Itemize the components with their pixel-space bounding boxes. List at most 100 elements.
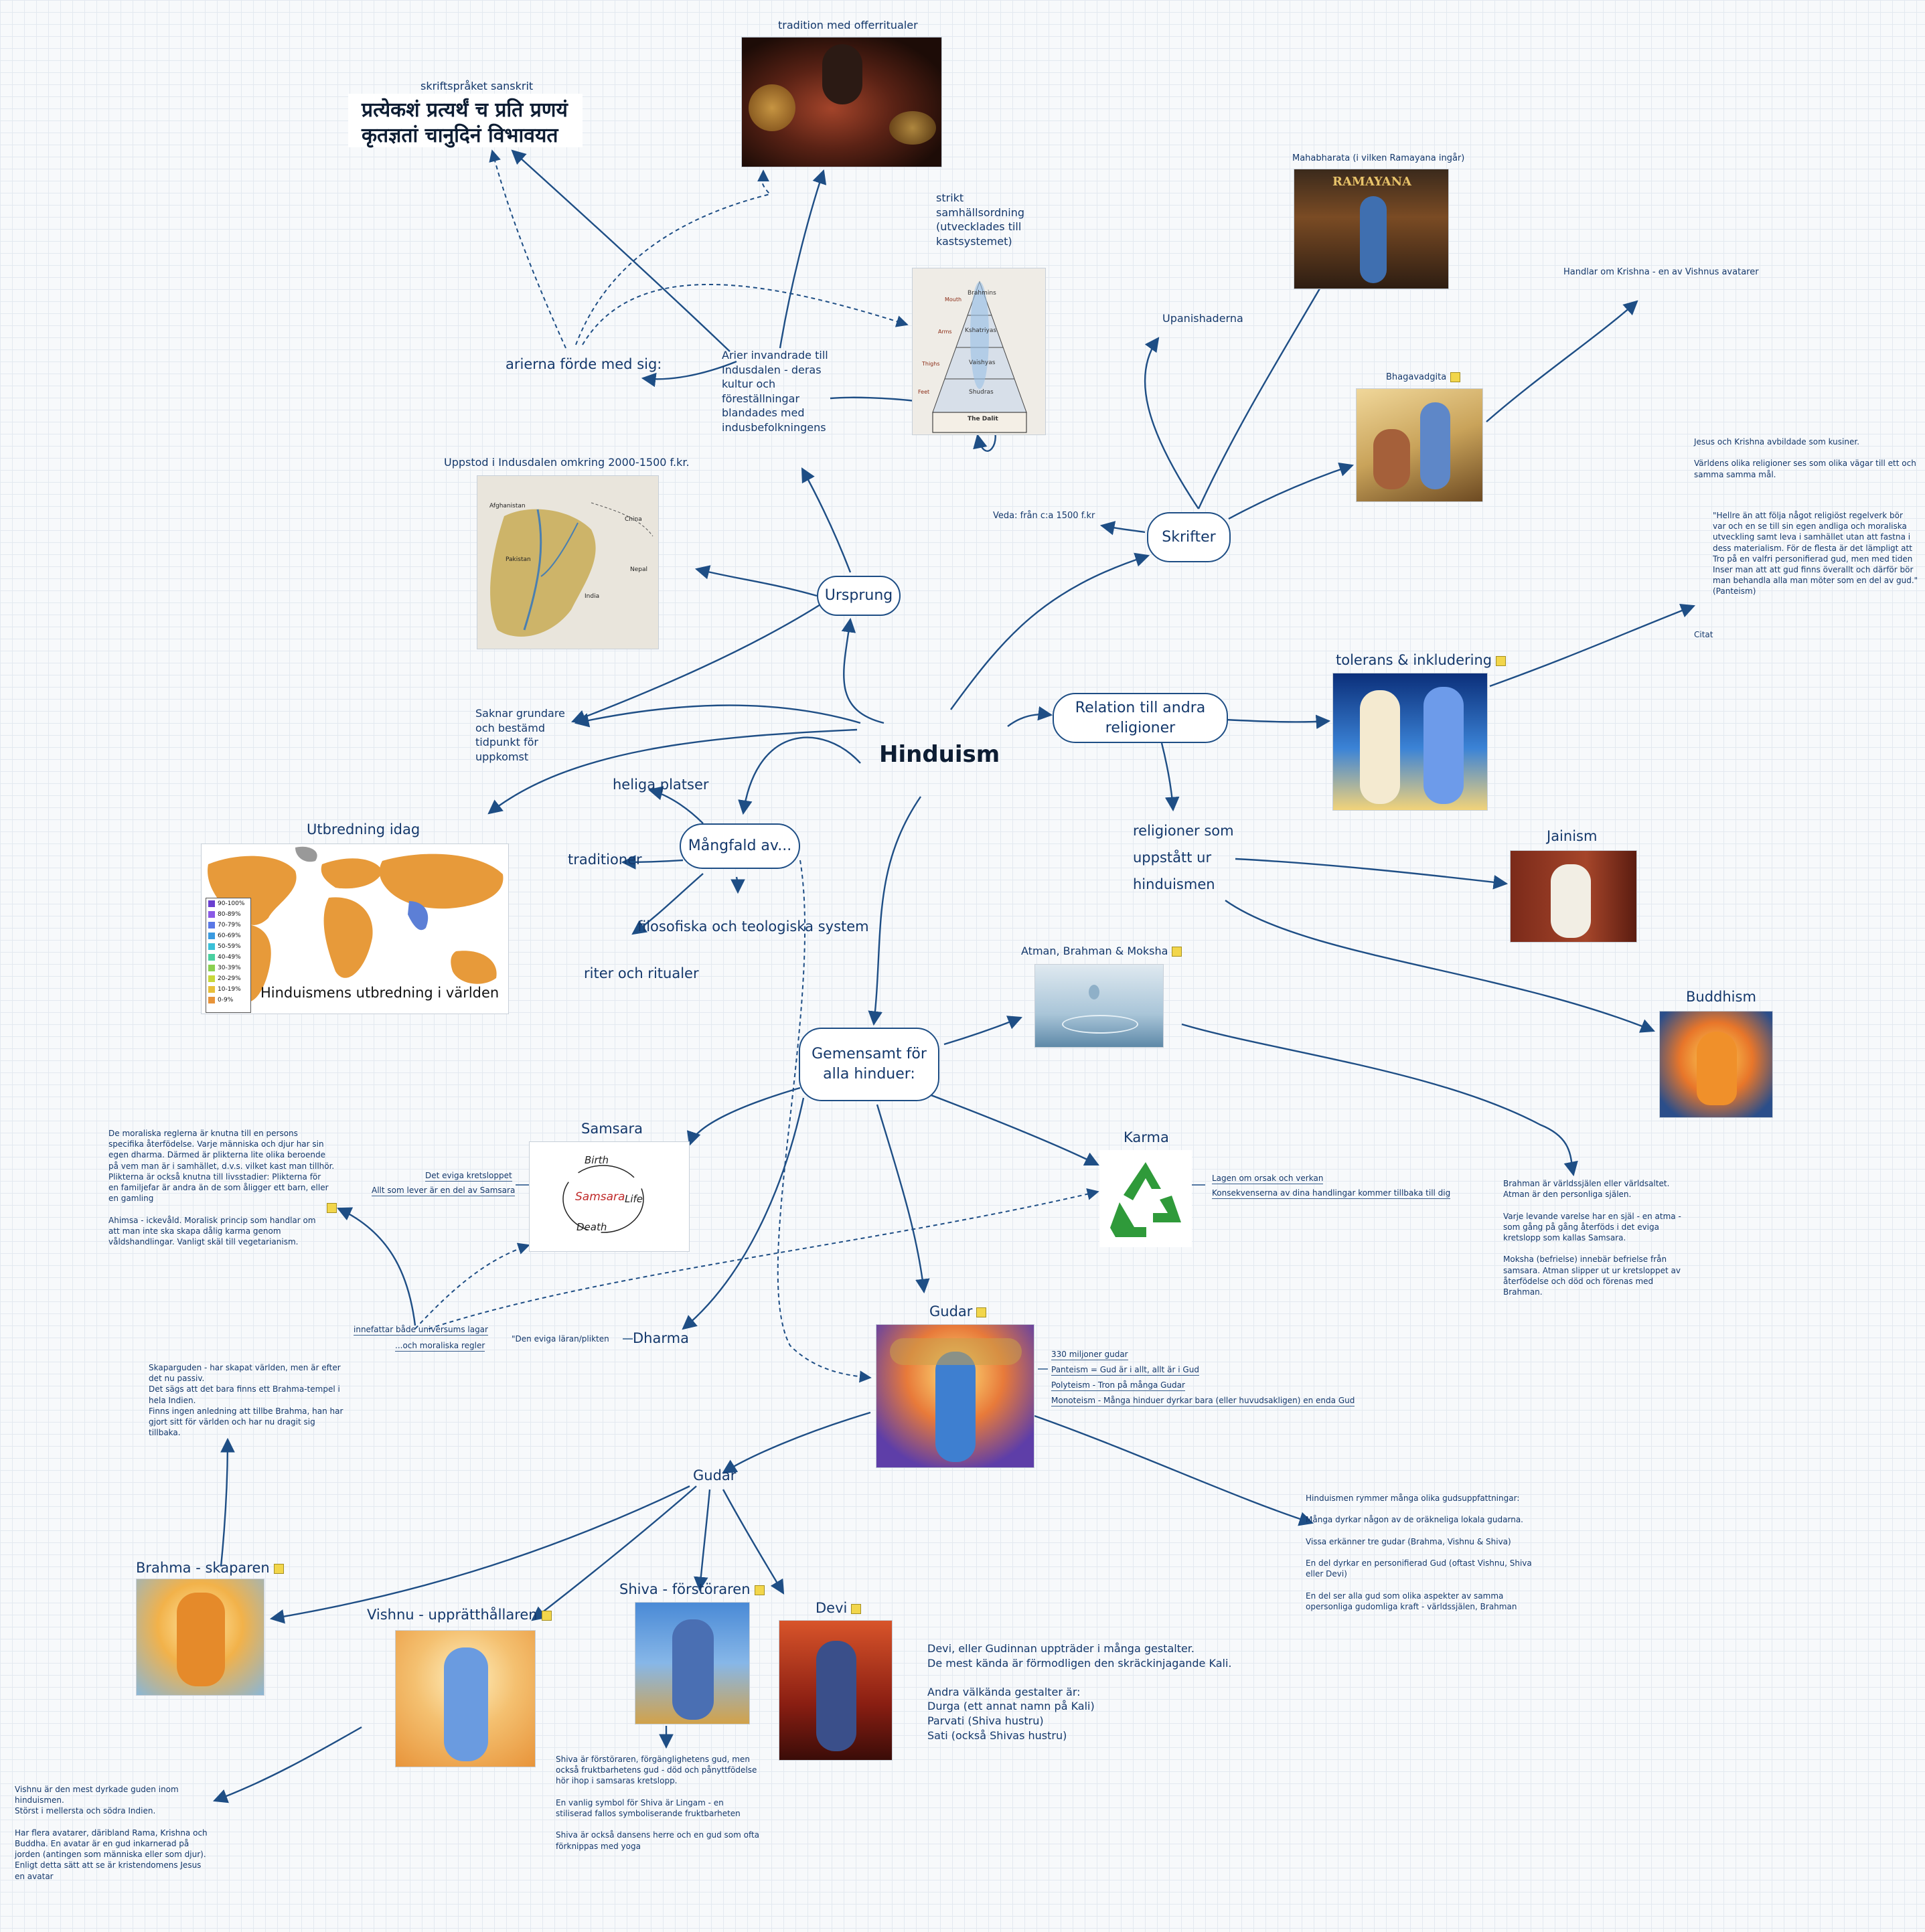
heliga-platser[interactable]: heliga platser bbox=[613, 777, 709, 793]
dharma-sub-2[interactable]: ...och moraliska regler bbox=[395, 1340, 485, 1352]
filosofiska-system[interactable]: filosofiska och teologiska system bbox=[637, 918, 869, 935]
karma-sub-1[interactable]: Lagen om orsak och verkan bbox=[1212, 1173, 1324, 1185]
ripple-icon bbox=[1062, 1015, 1138, 1034]
moral-text[interactable]: De moraliska reglerna är knutna till en … bbox=[108, 1129, 335, 1246]
religioner-label[interactable]: religioner som uppstått ur hinduismen bbox=[1133, 823, 1234, 892]
brahma-note[interactable]: Skaparguden - har skapat världen, men är… bbox=[149, 1363, 343, 1438]
bhagavadgita-label[interactable]: Bhagavadgita bbox=[1386, 372, 1461, 384]
link-skrifter-mahabharata bbox=[1197, 260, 1337, 509]
legend-label: 20-29% bbox=[218, 975, 241, 982]
link-skrifter-upanishaderna bbox=[1144, 337, 1199, 509]
link-bhagavadgita-krishna bbox=[1486, 300, 1638, 422]
map-caption: Hinduismens utbredning i världen bbox=[260, 985, 499, 1001]
link-dharma-moral bbox=[337, 1207, 416, 1326]
brahma-figure-icon bbox=[177, 1593, 225, 1686]
caste-label[interactable]: strikt samhällsordning (utvecklades till… bbox=[936, 191, 1025, 248]
samsara-death: Death bbox=[576, 1221, 607, 1233]
map-label-afghanistan: Afghanistan bbox=[489, 503, 526, 509]
map-label-india: India bbox=[585, 593, 600, 600]
tradition-label[interactable]: tradition med offerritualer bbox=[778, 19, 918, 31]
ramayana-title: RAMAYANA bbox=[1332, 175, 1411, 189]
center-topic[interactable]: Hinduism bbox=[879, 741, 1000, 768]
vishnu-figure-icon bbox=[444, 1647, 488, 1761]
link-gudar2-shiva bbox=[694, 1489, 711, 1592]
node-gemensamt[interactable]: Gemensamt för alla hinduer: bbox=[799, 1028, 939, 1101]
atman-label[interactable]: Atman, Brahman & Moksha bbox=[1021, 944, 1182, 959]
dharma-def[interactable]: "Den eviga läran/plikten bbox=[512, 1334, 609, 1344]
karma-sub-2[interactable]: Konsekvenserna av dina handlingar kommer… bbox=[1212, 1188, 1451, 1200]
note-icon[interactable] bbox=[1172, 947, 1182, 957]
note-icon[interactable] bbox=[327, 1203, 337, 1213]
jainism-label[interactable]: Jainism bbox=[1547, 828, 1598, 844]
note-icon[interactable] bbox=[976, 1307, 987, 1317]
note-icon[interactable] bbox=[541, 1610, 552, 1621]
devi-label[interactable]: Devi bbox=[816, 1599, 862, 1617]
indus-label[interactable]: Uppstod i Indusdalen omkring 2000-1500 f… bbox=[444, 456, 690, 469]
mahabharata-label[interactable]: Mahabharata (i vilken Ramayana ingår) bbox=[1292, 153, 1465, 163]
riter-ritualer[interactable]: riter och ritualer bbox=[584, 965, 699, 981]
map-legend: 90-100%80-89%70-79%60-69%50-59%40-49%30-… bbox=[206, 898, 251, 1013]
node-mangfald[interactable]: Mångfald av... bbox=[680, 823, 800, 869]
arierna-label[interactable]: arierna förde med sig: bbox=[506, 356, 662, 372]
node-relation[interactable]: Relation till andra religioner bbox=[1053, 693, 1228, 743]
traditioner[interactable]: traditioner bbox=[568, 852, 642, 868]
buddhism-label[interactable]: Buddhism bbox=[1686, 989, 1756, 1005]
upanishaderna-label[interactable]: Upanishaderna bbox=[1162, 312, 1243, 325]
tolerans-label[interactable]: tolerans & inkludering bbox=[1336, 651, 1507, 669]
link-arierna-caste bbox=[582, 284, 909, 345]
atman-note[interactable]: Brahman är världssjälen eller världsalte… bbox=[1503, 1179, 1681, 1297]
veda-label[interactable]: Veda: från c:a 1500 f.kr bbox=[993, 511, 1095, 521]
saknar-text[interactable]: Saknar grundare och bestämd tidpunkt för… bbox=[475, 707, 565, 763]
shiva-label[interactable]: Shiva - förstöraren bbox=[619, 1580, 765, 1599]
recycle-image bbox=[1099, 1150, 1192, 1247]
legend-swatch bbox=[208, 911, 215, 918]
dharma-sub-1[interactable]: innefattar både universums lagar bbox=[354, 1324, 488, 1336]
gudar-label[interactable]: Gudar bbox=[929, 1302, 987, 1321]
utbredning-label[interactable]: Utbredning idag bbox=[307, 821, 420, 837]
samsara-sub-1[interactable]: Det eviga kretsloppet bbox=[425, 1170, 512, 1182]
legend-swatch bbox=[208, 933, 215, 939]
vishnu-label[interactable]: Vishnu - upprätthållaren bbox=[367, 1605, 552, 1624]
krishna-note[interactable]: Handlar om Krishna - en av Vishnus avata… bbox=[1563, 267, 1759, 277]
tolerans-quote[interactable]: "Hellre än att följa något religiöst reg… bbox=[1713, 511, 1918, 596]
note-icon[interactable] bbox=[754, 1585, 765, 1595]
karma-label[interactable]: Karma bbox=[1124, 1129, 1169, 1145]
link-brahma-text bbox=[220, 1437, 235, 1567]
gudar-sub-2[interactable]: Panteism = Gud är i allt, allt är i Gud bbox=[1051, 1364, 1199, 1376]
note-icon[interactable] bbox=[273, 1563, 284, 1574]
note-icon[interactable] bbox=[1450, 372, 1461, 382]
legend-row: 0-9% bbox=[206, 995, 250, 1005]
atman-text: Atman, Brahman & Moksha bbox=[1021, 945, 1168, 957]
legend-swatch bbox=[208, 975, 215, 982]
node-ursprung[interactable]: Ursprung bbox=[817, 576, 901, 616]
shiva-figure-icon bbox=[672, 1619, 714, 1720]
devi-note[interactable]: Devi, eller Gudinnan uppträder i många g… bbox=[927, 1642, 1232, 1742]
samsara-label[interactable]: Samsara bbox=[581, 1121, 643, 1137]
legend-swatch bbox=[208, 965, 215, 971]
brahma-label[interactable]: Brahma - skaparen bbox=[136, 1558, 284, 1577]
dharma-label[interactable]: Dharma bbox=[633, 1330, 689, 1346]
gudar-sub-4[interactable]: Monoteism - Många hinduer dyrkar bara (e… bbox=[1051, 1395, 1355, 1407]
caste-dalit: The Dalit bbox=[968, 416, 998, 422]
gudar-note[interactable]: Hinduismen rymmer många olika gudsuppfat… bbox=[1306, 1494, 1532, 1611]
note-icon[interactable] bbox=[1496, 655, 1507, 666]
link-mangfald-gudar bbox=[777, 860, 872, 1383]
samsara-sub-2[interactable]: Allt som lever är en del av Samsara bbox=[372, 1185, 516, 1197]
sanskrit-label[interactable]: skriftspråket sanskrit bbox=[420, 80, 534, 92]
note-icon[interactable] bbox=[851, 1603, 862, 1614]
node-skrifter[interactable]: Skrifter bbox=[1147, 512, 1231, 562]
gudar-sub-1[interactable]: 330 miljoner gudar bbox=[1051, 1349, 1128, 1361]
shiva-note[interactable]: Shiva är förstöraren, förgänglighetens g… bbox=[556, 1755, 760, 1851]
samsara-cycle-graphic bbox=[562, 1165, 644, 1233]
tolerans-note[interactable]: Jesus och Krishna avbildade som kusiner.… bbox=[1694, 437, 1916, 479]
arier-text[interactable]: Arier invandrade till Indusdalen - deras… bbox=[722, 349, 828, 434]
link-center-mangfald bbox=[738, 736, 861, 815]
world-distribution-map: 90-100%80-89%70-79%60-69%50-59%40-49%30-… bbox=[201, 843, 509, 1014]
citat-label[interactable]: Citat bbox=[1694, 630, 1713, 639]
gudar-sub-3[interactable]: Polyteism - Tron på många Gudar bbox=[1051, 1380, 1185, 1392]
link-ursprung-arier bbox=[801, 467, 852, 573]
link-religioner-jainism bbox=[1235, 858, 1509, 890]
gudar2-label[interactable]: Gudar bbox=[693, 1467, 737, 1483]
vishnu-note[interactable]: Vishnu är den mest dyrkade guden inom hi… bbox=[15, 1785, 208, 1881]
link-mangfald-heliga bbox=[647, 786, 704, 824]
